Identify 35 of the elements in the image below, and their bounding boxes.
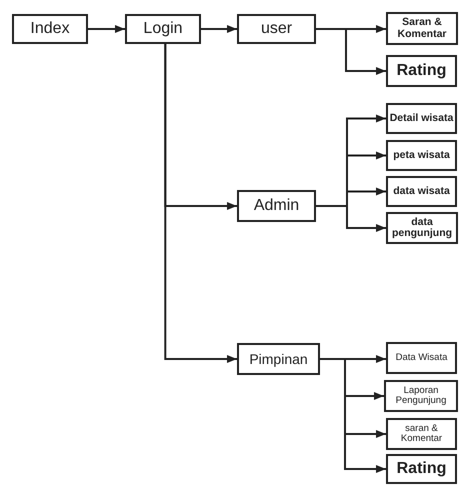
page-label: Login	[143, 20, 183, 38]
arrow	[88, 25, 125, 33]
page-label: peta wisata	[393, 150, 450, 161]
page-box	[386, 212, 458, 244]
page-box	[386, 55, 457, 87]
page-label: user	[260, 20, 292, 38]
page-label: data pengunjung	[390, 216, 454, 240]
page-box	[125, 14, 201, 44]
page-box	[237, 190, 316, 222]
page-label: Saran & Komentar	[396, 17, 448, 40]
page-label: Rating	[396, 62, 446, 80]
page-label: data wisata	[393, 186, 450, 197]
page-box	[237, 343, 320, 375]
page-box	[384, 380, 458, 412]
arrow	[316, 205, 386, 232]
page-box	[386, 176, 457, 207]
page-label: Index	[30, 20, 70, 38]
page-box	[386, 12, 458, 45]
page-label: Data Wisata	[396, 353, 448, 363]
page-label: saran & Komentar	[400, 424, 444, 444]
page-label: Laporan Pengunjung	[394, 386, 448, 406]
page-label: Admin	[254, 198, 300, 214]
arrow	[316, 28, 386, 75]
arrow	[201, 25, 237, 33]
page-box	[386, 140, 457, 171]
arrow	[164, 44, 237, 363]
page-box	[386, 418, 457, 450]
page-box	[386, 454, 457, 484]
page-label: Rating	[396, 460, 446, 478]
page-box	[386, 103, 457, 134]
page-box	[386, 342, 457, 374]
page-box	[237, 14, 316, 44]
page-box	[12, 14, 88, 44]
page-label: Detail wisata	[390, 112, 454, 124]
page-label: Pimpinan	[249, 352, 308, 366]
